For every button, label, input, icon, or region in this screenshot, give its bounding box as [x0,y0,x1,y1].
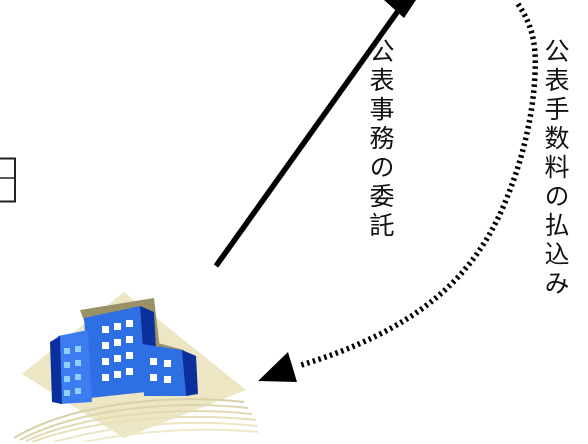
label-payment: 公表手数料の払込み [541,38,570,299]
office-building-icon [14,292,259,442]
dotted-arrow [297,2,539,369]
solid-arrow-head [384,0,416,18]
label-entrust: 公表事務の委託 [366,38,395,241]
dotted-arrow-head [258,352,297,382]
partial-box-left [0,157,16,203]
solid-arrow [213,2,406,268]
